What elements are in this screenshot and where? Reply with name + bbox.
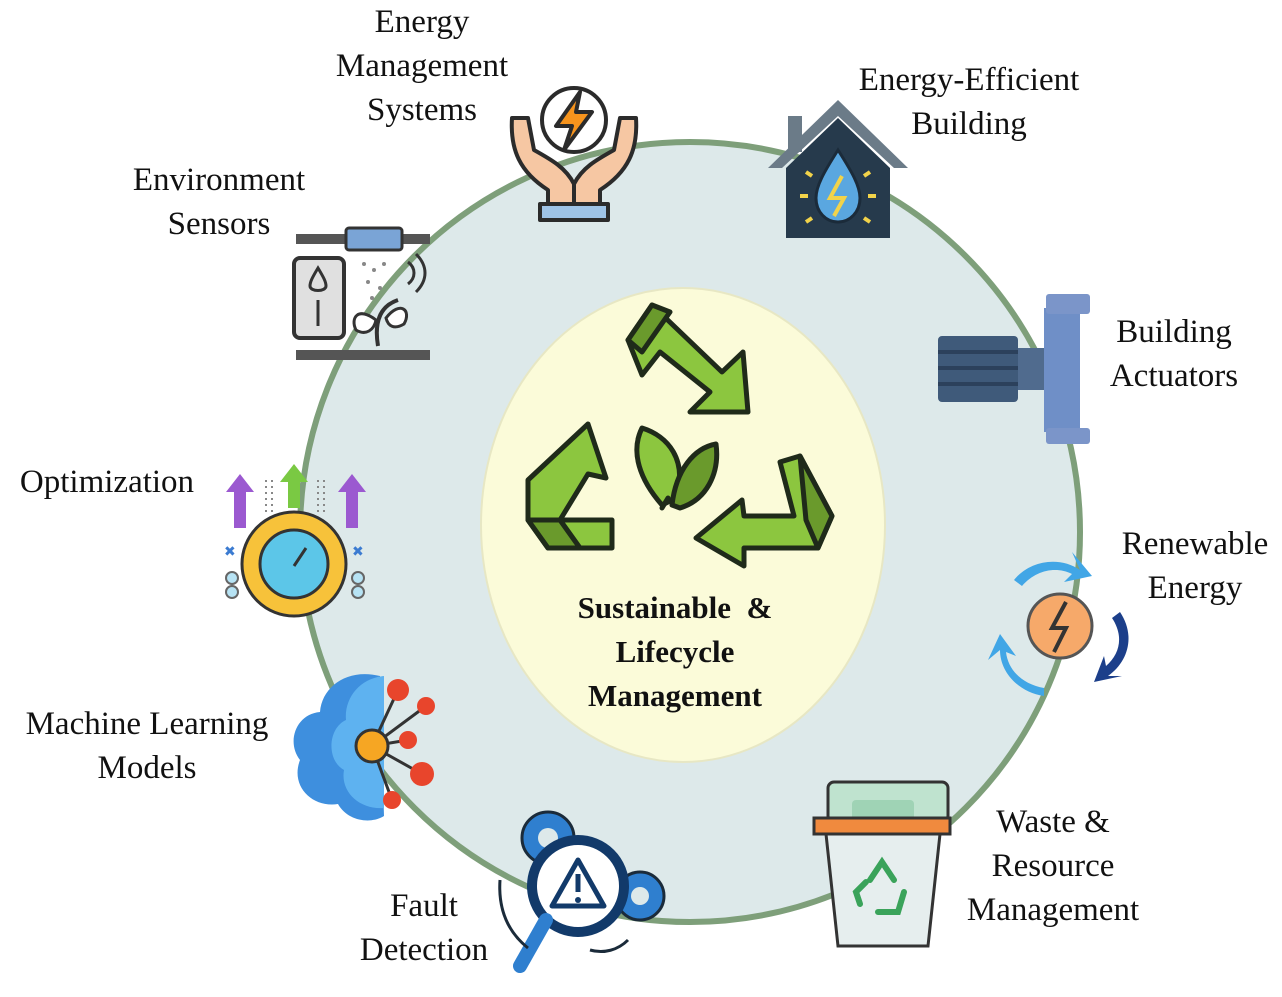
cloud-network-icon: [293, 674, 435, 821]
pump-motor-icon: [938, 294, 1090, 444]
hands-energy-icon: [509, 86, 639, 222]
svg-text:✖: ✖: [352, 544, 364, 560]
recycle-leaf-icon: [525, 302, 835, 569]
svg-text:✖: ✖: [224, 544, 236, 560]
house-energy-drop-icon: [768, 100, 908, 238]
plant-sensor-icon: [292, 226, 430, 360]
energy-cycle-icon: [988, 552, 1129, 696]
recycle-bin-icon: [812, 780, 952, 948]
magnifier-warning-gears-icon: [498, 810, 666, 973]
center-label: Sustainable & Lifecycle Management: [577, 590, 773, 713]
gear-gauge-arrows-icon: ✖ ✖: [224, 464, 366, 618]
inner-circle: [480, 287, 886, 763]
label-optimization: Optimization: [19, 464, 195, 500]
